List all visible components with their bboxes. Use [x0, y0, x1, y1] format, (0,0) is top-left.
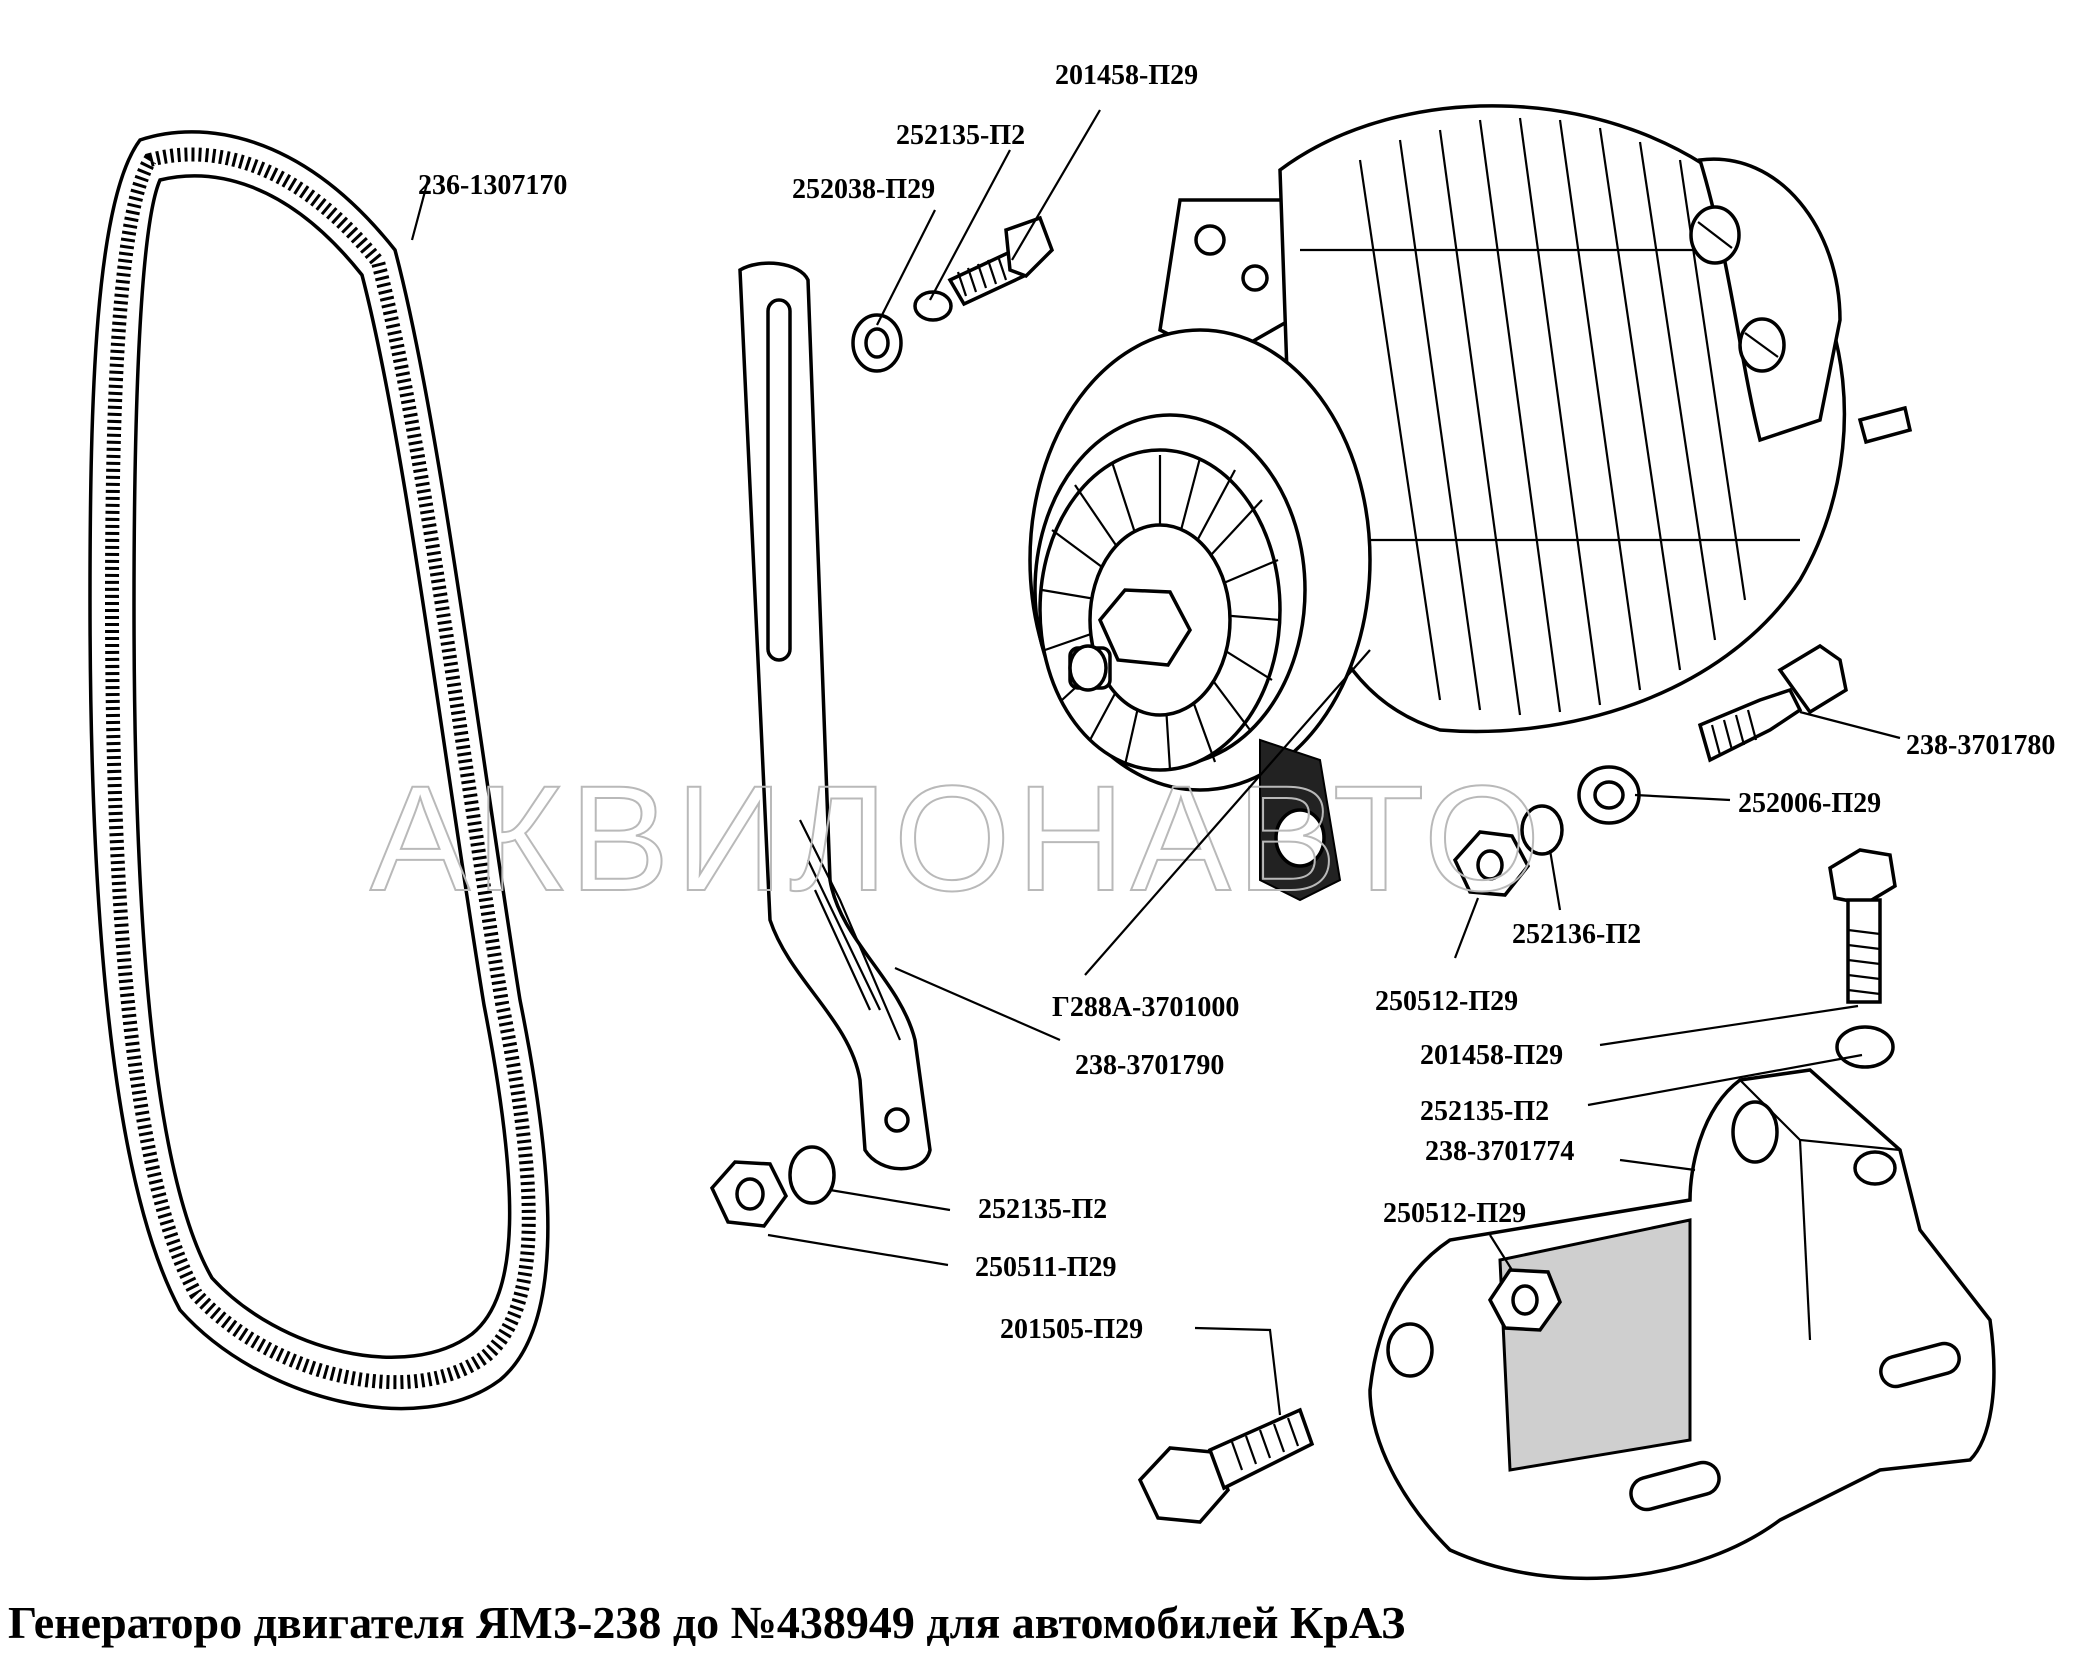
bolt-right[interactable] — [1828, 848, 1897, 1004]
lockwasher-left[interactable] — [788, 1145, 836, 1205]
label-mount-bracket: 238-3701774 — [1425, 1136, 1574, 1167]
label-lockwasher-left: 252135-П2 — [978, 1194, 1107, 1225]
label-lockwasher-right: 252136-П2 — [1512, 919, 1641, 950]
bolt-bottom[interactable] — [1137, 1407, 1315, 1524]
nut-left[interactable] — [709, 1160, 789, 1228]
bolt-top[interactable] — [947, 215, 1055, 307]
adjusting-strap[interactable] — [738, 261, 932, 1171]
label-generator: Г288А-3701000 — [1052, 992, 1239, 1023]
part-labels: 236-1307170 201458-П29 252135-П2 252038-… — [418, 60, 2055, 1345]
generator[interactable] — [1028, 104, 1913, 902]
lockwasher-top[interactable] — [913, 290, 953, 322]
watermark: АКВИЛОНАВТО — [370, 754, 1546, 922]
label-washer-right: 252006-П29 — [1738, 788, 1881, 819]
nut-right[interactable] — [1452, 830, 1531, 897]
washer-top[interactable] — [851, 313, 903, 373]
washer-right[interactable] — [1577, 765, 1641, 825]
label-bolt-right: 201458-П29 — [1420, 1040, 1563, 1071]
drive-belt[interactable] — [88, 130, 550, 1411]
lockwasher-right[interactable] — [1520, 804, 1564, 856]
label-belt: 236-1307170 — [418, 170, 567, 201]
label-lockwasher-mount: 252135-П2 — [1420, 1096, 1549, 1127]
label-nut-mount: 250512-П29 — [1383, 1198, 1526, 1229]
leader-lines — [410, 109, 1901, 1416]
page-title: Генераторо двигателя ЯМЗ-238 до №438949 … — [8, 1597, 1405, 1648]
label-bolt-bottom: 201505-П29 — [1000, 1314, 1143, 1345]
lockwasher-mount[interactable] — [1835, 1025, 1895, 1069]
label-nut-left: 250511-П29 — [975, 1252, 1117, 1283]
label-nut-right: 250512-П29 — [1375, 986, 1518, 1017]
label-lockwasher-top: 252135-П2 — [896, 120, 1025, 151]
label-strap: 238-3701790 — [1075, 1050, 1224, 1081]
label-washer-top: 252038-П29 — [792, 174, 935, 205]
label-bracket-pin: 238-3701780 — [1906, 730, 2055, 761]
nut-mount[interactable] — [1487, 1268, 1562, 1332]
bracket-pin[interactable] — [1697, 643, 1848, 763]
label-bolt-top: 201458-П29 — [1055, 60, 1198, 91]
